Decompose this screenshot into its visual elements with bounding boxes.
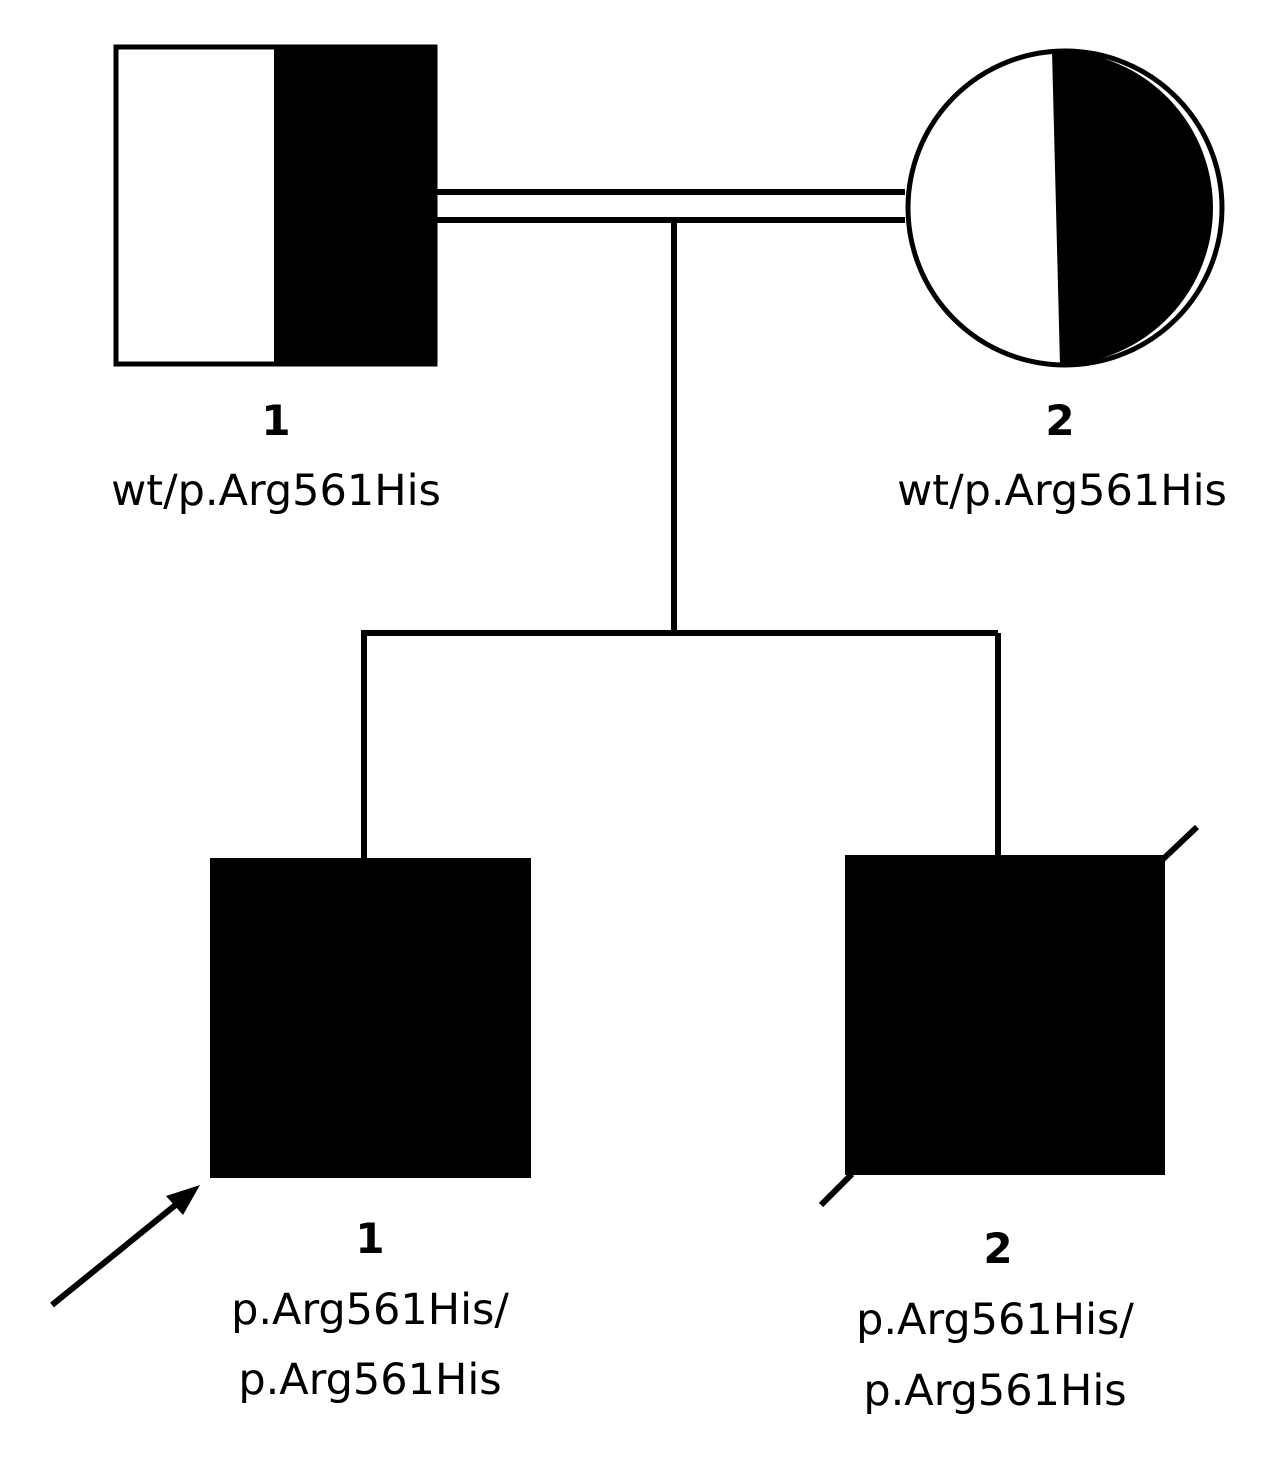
mother-symbol-black-half — [1052, 50, 1213, 365]
father-number: 1 — [261, 396, 291, 445]
father-symbol — [113, 44, 438, 367]
father-genotype: wt/p.Arg561His — [111, 466, 441, 516]
proband-genotype-line1: p.Arg561His/ — [231, 1285, 509, 1335]
proband-genotype-line2: p.Arg561His — [238, 1355, 502, 1405]
father-symbol-black-half — [274, 47, 435, 364]
deceased-slash-lower — [818, 1171, 855, 1208]
sibling-genotype-line1: p.Arg561His/ — [856, 1295, 1134, 1345]
sibling-number: 2 — [983, 1224, 1013, 1273]
father-symbol-white-half — [116, 47, 274, 364]
mother-symbol — [905, 48, 1225, 368]
proband-arrow-head — [166, 1185, 200, 1215]
mother-number: 2 — [1045, 396, 1075, 445]
proband-arrow-icon — [50, 1185, 200, 1308]
proband-arrow-shaft — [50, 1200, 180, 1308]
father-symbol-outline — [113, 44, 438, 367]
sibling-symbol — [845, 855, 1165, 1175]
sibling-genotype-line2: p.Arg561His — [863, 1366, 1127, 1416]
proband-symbol — [210, 858, 531, 1178]
proband-number: 1 — [355, 1214, 385, 1263]
mother-symbol-outline — [905, 48, 1225, 368]
mother-genotype: wt/p.Arg561His — [897, 466, 1227, 516]
deceased-slash-upper — [1157, 824, 1200, 865]
